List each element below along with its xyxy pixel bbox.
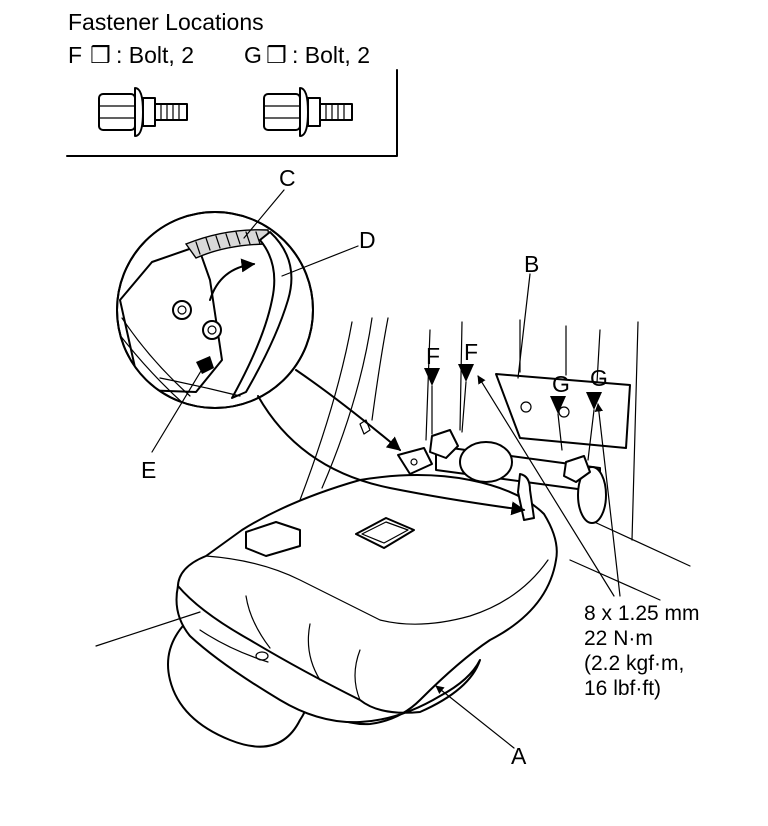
label-g-1: G: [552, 371, 570, 397]
label-g-2: G: [590, 365, 608, 391]
torque-spec-nm: 22 N·m: [584, 627, 653, 650]
legend-frame: [66, 69, 398, 157]
fastener-legend: Fastener Locations F ❒ : Bolt, 2 G ❒ : B…: [66, 9, 398, 157]
label-b: B: [524, 251, 539, 277]
torque-spec-kgfm: (2.2 kgf·m,: [584, 652, 684, 675]
legend-text-g: : Bolt, 2: [292, 42, 370, 68]
label-d: D: [359, 227, 376, 253]
label-f-2: F: [464, 339, 478, 365]
label-f-1: F: [426, 343, 440, 369]
bolt-g-icon: [263, 87, 353, 137]
legend-box-icon-g: ❒: [266, 42, 287, 68]
label-a: A: [511, 743, 527, 769]
arrow-g2-icon: [586, 392, 602, 410]
arrow-f2-icon: [458, 364, 474, 382]
label-c: C: [279, 165, 296, 191]
legend-key-f: F: [68, 42, 82, 68]
part-d-cover: [231, 231, 293, 399]
detail-zoom-circle: [116, 211, 314, 409]
arrow-g1-icon: [550, 396, 566, 414]
label-e: E: [141, 457, 156, 483]
leader-lines: [151, 189, 621, 749]
legend-key-g: G: [244, 42, 262, 68]
torque-spec-lbfft: 16 lbf·ft): [584, 677, 661, 700]
seat-cushion-a: [95, 473, 558, 748]
arrow-f1-icon: [424, 368, 440, 386]
callout-labels: C D B E F F G G A: [141, 165, 608, 769]
torque-spec-size: 8 x 1.25 mm: [584, 602, 700, 625]
torque-spec: 8 x 1.25 mm 22 N·m (2.2 kgf·m, 16 lbf·ft…: [584, 602, 700, 700]
bolt-f-icon: [98, 87, 188, 137]
seat-slot: [355, 517, 415, 549]
part-e-clip: [196, 356, 214, 374]
bolt-position-arrows: [424, 364, 602, 461]
legend-text-f: : Bolt, 2: [116, 42, 194, 68]
legend-title: Fastener Locations: [68, 9, 264, 35]
legend-box-icon-f: ❒: [90, 42, 111, 68]
